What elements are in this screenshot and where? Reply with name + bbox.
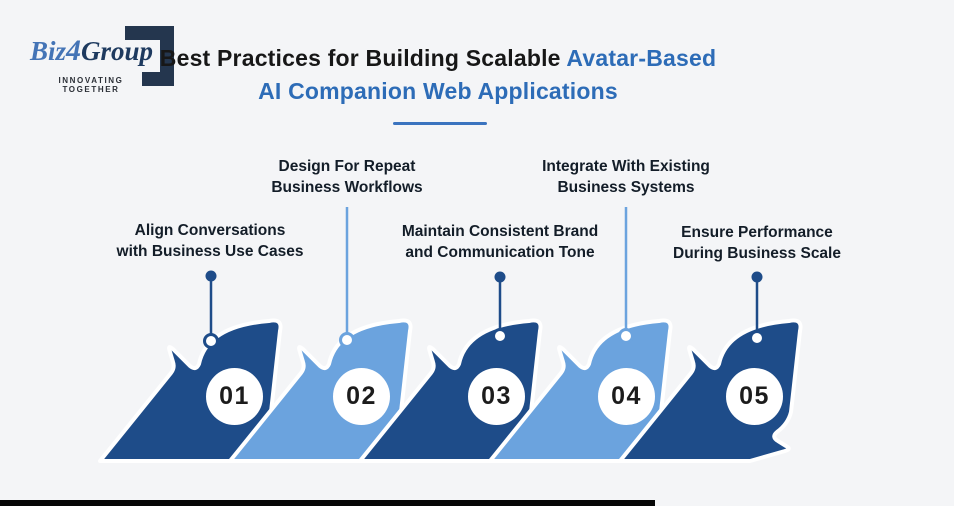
connector-ring-5 bbox=[749, 330, 765, 346]
logo-bracket-shape bbox=[125, 26, 174, 86]
logo-text-biz: Biz bbox=[30, 36, 67, 66]
title-line1-blue: Avatar-Based bbox=[566, 45, 717, 71]
logo-wordmark: Biz4Group bbox=[30, 34, 153, 68]
step-label-5-line1: Ensure Performance bbox=[681, 224, 833, 241]
page-title: Best Practices for Building Scalable Ava… bbox=[160, 42, 716, 107]
step-label-1-line2: with Business Use Cases bbox=[116, 242, 304, 260]
step-label-4-line2: Business Systems bbox=[557, 178, 695, 196]
bottom-black-bar bbox=[0, 500, 655, 506]
step-number-5: 05 bbox=[726, 368, 783, 425]
connector-dot-1 bbox=[205, 270, 217, 282]
logo-tagline: INNOVATING TOGETHER bbox=[58, 76, 124, 94]
step-label-2: Design For Repeat Business Workflows bbox=[271, 157, 422, 198]
step-label-2-line1: Design For Repeat bbox=[278, 158, 416, 175]
step-number-1: 01 bbox=[206, 368, 263, 425]
title-line1-black: Best Practices for Building Scalable bbox=[159, 45, 567, 71]
title-line-2: AI Companion Web Applications bbox=[258, 77, 618, 104]
step-number-3: 03 bbox=[468, 368, 525, 425]
logo-text-group: Group bbox=[81, 36, 154, 66]
step-number-2: 02 bbox=[333, 368, 390, 425]
biz4group-logo: Biz4Group INNOVATING TOGETHER bbox=[24, 20, 180, 94]
step-label-5: Ensure Performance During Business Scale bbox=[673, 223, 841, 264]
step-label-5-line2: During Business Scale bbox=[673, 244, 841, 262]
step-label-3-line1: Maintain Consistent Brand bbox=[401, 223, 599, 240]
connector-ring-1 bbox=[203, 333, 219, 349]
arrow-shape-5 bbox=[618, 318, 803, 463]
step-label-1-line1: Align Conversations bbox=[134, 222, 286, 239]
title-underline bbox=[393, 122, 487, 125]
step-label-3-line2: and Communication Tone bbox=[405, 243, 595, 261]
step-label-3: Maintain Consistent Brand and Communicat… bbox=[402, 222, 598, 263]
connector-ring-3 bbox=[492, 328, 508, 344]
connector-ring-4 bbox=[618, 328, 634, 344]
step-number-4: 04 bbox=[598, 368, 655, 425]
connector-ring-2 bbox=[339, 332, 355, 348]
connector-dot-5 bbox=[751, 271, 763, 283]
connector-dot-3 bbox=[494, 271, 506, 283]
step-label-1: Align Conversations with Business Use Ca… bbox=[117, 221, 304, 262]
step-label-2-line2: Business Workflows bbox=[271, 178, 423, 196]
step-label-4-line1: Integrate With Existing bbox=[542, 158, 710, 175]
logo-bracket-mark bbox=[125, 26, 174, 86]
logo-text-4: 4 bbox=[66, 34, 82, 67]
title-line-1: Best Practices for Building Scalable Ava… bbox=[160, 42, 716, 75]
step-label-4: Integrate With Existing Business Systems bbox=[542, 157, 710, 198]
